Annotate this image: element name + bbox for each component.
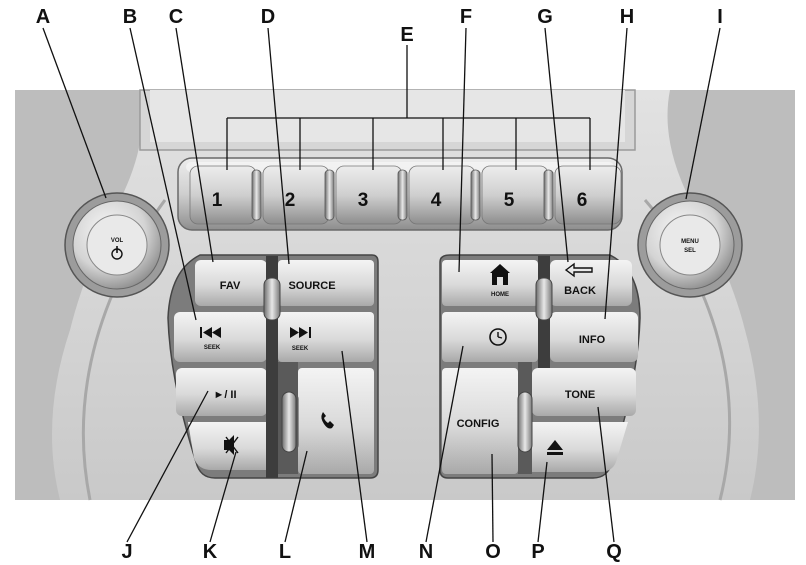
clock-icon	[489, 328, 507, 346]
fav-button-label: FAV	[220, 280, 241, 292]
clock-button[interactable]	[442, 312, 538, 362]
home-icon	[490, 264, 510, 285]
seek-forward-button[interactable]: SEEK	[278, 312, 374, 362]
menu-knob-label-line1: MENU	[681, 239, 699, 245]
source-button-label: SOURCE	[288, 280, 335, 292]
mute-button[interactable]	[188, 422, 267, 470]
tone-button-label: TONE	[565, 389, 595, 401]
back-button[interactable]: BACK	[550, 260, 632, 306]
play-pause-label: ►/ II	[213, 389, 236, 401]
seek-back-label: SEEK	[204, 345, 221, 351]
preset-button-label: 5	[504, 190, 515, 211]
preset-button-label: 1	[212, 190, 223, 211]
preset-button-face	[408, 165, 476, 225]
seek-back-icon	[200, 327, 221, 338]
source-button[interactable]: SOURCE	[278, 260, 374, 306]
preset-button-3[interactable]: 3	[335, 165, 408, 225]
preset-button-face	[554, 165, 622, 225]
preset-button-2[interactable]: 2	[262, 165, 335, 225]
preset-button-face	[262, 165, 330, 225]
menu-select-knob[interactable]: MENU SEL	[637, 192, 743, 298]
volume-knob[interactable]: VOL	[64, 192, 170, 298]
seek-back-button[interactable]: SEEK	[174, 312, 267, 362]
phone-icon	[321, 412, 334, 429]
info-button[interactable]: INFO	[550, 312, 638, 362]
tone-button[interactable]: TONE	[532, 368, 636, 416]
seek-forward-icon	[290, 327, 311, 338]
info-button-label: INFO	[579, 334, 606, 346]
phone-button[interactable]	[298, 368, 374, 474]
preset-button-face	[189, 165, 257, 225]
config-button[interactable]: CONFIG	[442, 368, 518, 474]
right-button-cluster: HOME BACK INFO CONFIG	[439, 254, 641, 479]
volume-knob-label: VOL	[111, 238, 124, 244]
home-button-label: HOME	[491, 292, 509, 298]
preset-button-6[interactable]: 6	[554, 165, 622, 225]
left-rocker-divider	[263, 256, 299, 478]
config-button-label: CONFIG	[457, 418, 500, 430]
preset-divider	[324, 169, 335, 221]
preset-button-label: 2	[285, 190, 296, 211]
preset-button-1[interactable]: 1	[189, 165, 262, 225]
fav-button[interactable]: FAV	[195, 260, 267, 306]
power-icon	[111, 246, 123, 260]
preset-button-5[interactable]: 5	[481, 165, 554, 225]
preset-button-face	[481, 165, 549, 225]
right-rocker-divider	[517, 256, 553, 474]
menu-knob-label-line2: SEL	[684, 248, 696, 254]
preset-button-label: 6	[577, 190, 588, 211]
preset-divider	[251, 169, 262, 221]
preset-button-label: 4	[431, 190, 442, 211]
seek-forward-label: SEEK	[292, 346, 309, 352]
preset-divider	[470, 169, 481, 221]
preset-divider	[543, 169, 554, 221]
left-button-cluster: FAV SOURCE SEEK SEEK ►/	[167, 254, 379, 479]
preset-button-4[interactable]: 4	[408, 165, 481, 225]
play-pause-button[interactable]: ►/ II	[176, 368, 267, 416]
back-arrow-icon	[564, 262, 593, 278]
back-button-label: BACK	[564, 285, 596, 297]
leader-lines	[42, 27, 721, 543]
preset-button-label: 3	[358, 190, 369, 211]
eject-icon	[547, 440, 563, 455]
preset-button-face	[335, 165, 403, 225]
home-button[interactable]: HOME	[442, 260, 538, 306]
mute-icon	[224, 435, 239, 455]
preset-divider	[397, 169, 408, 221]
